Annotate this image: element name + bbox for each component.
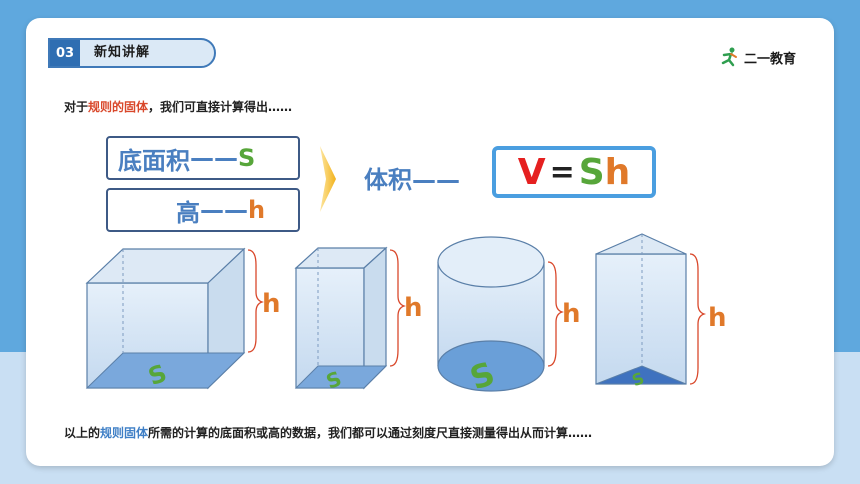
volume-label: 体积——: [364, 166, 460, 194]
cube-shape: S h: [85, 247, 281, 391]
section-title: 新知讲解: [94, 45, 151, 60]
chevron-right-icon: [320, 146, 336, 212]
height-symbol: h: [248, 196, 266, 224]
cylinder-height-label: h: [562, 299, 581, 329]
base-area-symbol: S: [238, 144, 256, 172]
formula-s: S: [578, 151, 605, 193]
logo-text: 二一教育: [744, 51, 797, 67]
base-area-box: 底面积——S: [106, 136, 300, 180]
outro-highlight: 规则固体: [100, 426, 149, 440]
prism-height-label: h: [708, 303, 727, 333]
formula-h: h: [604, 151, 631, 193]
intro-highlight: 规则的固体: [88, 100, 149, 114]
runner-logo-icon: [721, 47, 737, 67]
cube-height-label: h: [262, 289, 281, 319]
slide-card: [26, 18, 834, 466]
intro-text: 对于规则的固体，我们可直接计算得出……: [64, 100, 293, 114]
height-box: 高——h: [106, 188, 300, 232]
height-label: 高: [176, 198, 200, 227]
tall-box-shape: S h: [294, 246, 423, 394]
formula-equals: =: [549, 154, 575, 190]
base-area-label: 底面积: [118, 146, 190, 175]
triangular-prism-shape: S h: [595, 233, 727, 390]
cylinder-shape: S h: [437, 236, 581, 398]
section-tab: 03 新知讲解: [48, 38, 216, 68]
outro-text: 以上的规则固体所需的计算的底面积或高的数据，我们都可以通过刻度尺直接测量得出从而…: [64, 426, 593, 440]
formula-v: V: [517, 151, 546, 193]
logo: 二一教育: [718, 44, 796, 70]
tall-box-height-label: h: [404, 293, 423, 323]
section-number: 03: [50, 40, 80, 66]
